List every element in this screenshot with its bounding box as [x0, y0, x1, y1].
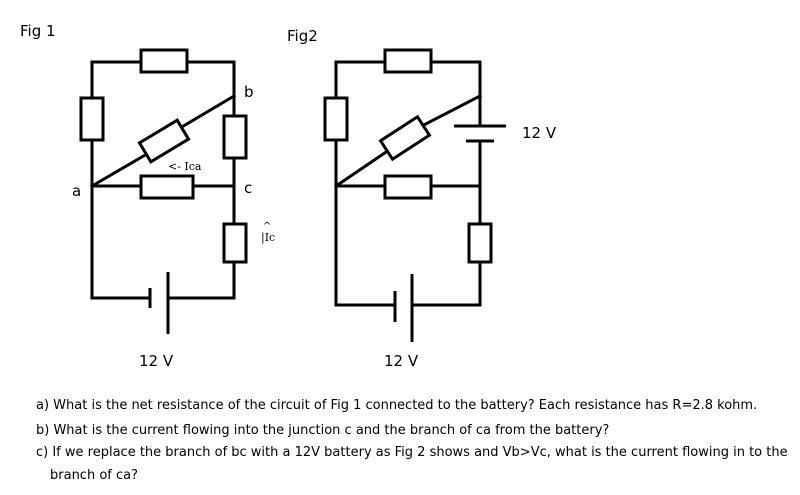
fig2-battery-top-label: 12 V [522, 124, 557, 142]
fig1-resistor-ac [139, 174, 195, 200]
fig2-resistor-top [383, 48, 433, 74]
fig2-resistor-c-bottom [467, 222, 493, 264]
fig1-resistor-bc [222, 114, 248, 160]
fig1-current-ic: |Ic [261, 231, 275, 245]
fig1-resistor-c-bottom [222, 222, 248, 264]
fig1-node-a: a [72, 182, 81, 200]
fig2-battery-bottom-label: 12 V [384, 352, 419, 370]
fig1-node-b: b [244, 83, 254, 101]
fig1-resistor-top [139, 48, 189, 74]
fig2-circuit: Fig2 12 V 12 V [287, 27, 557, 370]
fig1-current-ic-arrow: ^ [263, 221, 271, 232]
fig1-resistor-diagonal [137, 118, 191, 164]
fig1-current-ica: <- Ica [168, 160, 202, 173]
fig2-resistor-diagonal [378, 114, 432, 162]
fig1-title: Fig 1 [20, 22, 56, 40]
question-c-line1: c) If we replace the branch of bc with a… [36, 445, 788, 460]
question-a: a) What is the net resistance of the cir… [36, 398, 758, 413]
fig1-resistor-left [79, 96, 105, 142]
fig1-battery-label: 12 V [139, 352, 174, 370]
fig2-resistor-ac [383, 174, 433, 200]
question-b: b) What is the current flowing into the … [36, 423, 610, 438]
fig1-node-c: c [244, 179, 252, 197]
fig2-resistor-left [323, 96, 349, 142]
fig2-title: Fig2 [287, 27, 318, 45]
question-c-line2: branch of ca? [50, 468, 138, 483]
fig1-circuit: Fig 1 b a c <- Ica ^ |Ic 12 V [20, 22, 275, 370]
